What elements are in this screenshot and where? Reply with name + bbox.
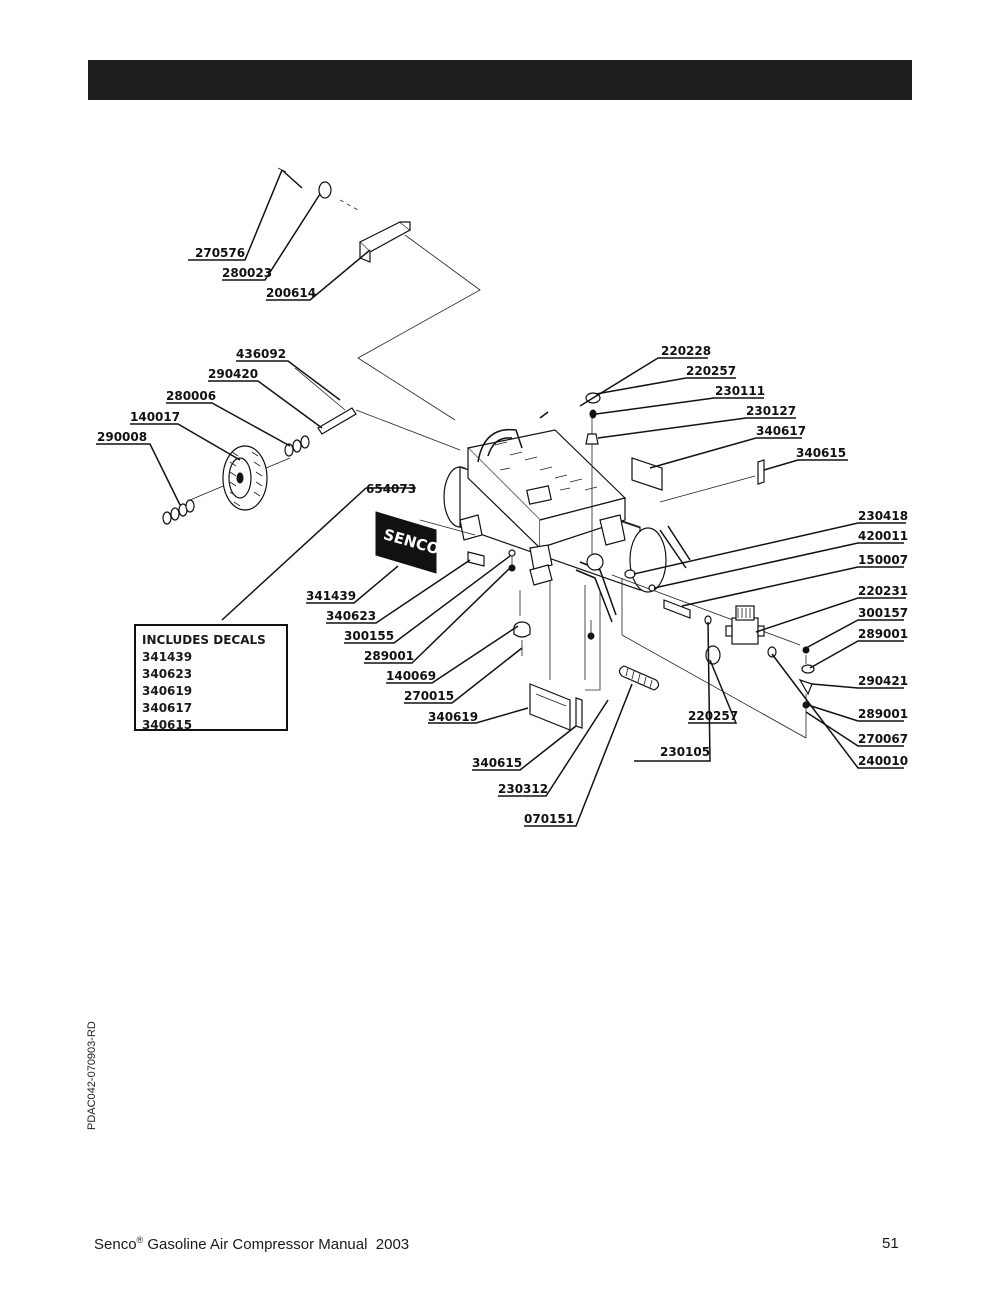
part-number: 240010 <box>858 754 908 768</box>
part-number: 220257 <box>686 364 736 378</box>
registered-mark: ® <box>136 1235 144 1245</box>
part-number: 300155 <box>344 629 394 643</box>
page-number: 51 <box>882 1235 899 1252</box>
part-number: 230312 <box>498 782 548 796</box>
part-number: 280006 <box>166 389 216 403</box>
document-code: PDAC042-070903-RD <box>86 1021 98 1130</box>
decal-item: 340619 <box>142 684 193 698</box>
part-number: 340615 <box>796 446 846 460</box>
part-number: 220257 <box>688 709 738 723</box>
part-number: 289001 <box>858 627 908 641</box>
part-number: 300157 <box>858 606 908 620</box>
includes-decals-box: INCLUDES DECALS 341439 340623 340619 340… <box>134 624 288 732</box>
compressor-drawing: SENCO <box>162 167 815 739</box>
part-number: 341439 <box>306 589 356 603</box>
leader-lines <box>96 169 906 827</box>
part-number: 280023 <box>222 266 272 280</box>
part-number: 290008 <box>97 430 147 444</box>
decal-box-heading: INCLUDES DECALS <box>142 633 266 647</box>
part-number: 290421 <box>858 674 908 688</box>
part-number: 290420 <box>208 367 258 381</box>
part-number: 220228 <box>661 344 711 358</box>
part-number: 200614 <box>266 286 316 300</box>
decal-item: 340617 <box>142 701 193 715</box>
part-number: 230418 <box>858 509 908 523</box>
footer-title: Senco® Gasoline Air Compressor Manual 20… <box>94 1235 409 1253</box>
part-number: 340615 <box>472 756 522 770</box>
decal-item: 340615 <box>142 718 193 732</box>
header-bar <box>88 60 912 100</box>
part-number: 270067 <box>858 732 908 746</box>
part-number: 289001 <box>858 707 908 721</box>
part-number: 220231 <box>858 584 908 598</box>
part-number: 140069 <box>386 669 436 683</box>
decal-item: 340623 <box>142 667 193 681</box>
part-number: 289001 <box>364 649 414 663</box>
part-labels: 270576 280023 200614 436092 290420 28000… <box>97 246 908 826</box>
part-number: 230111 <box>715 384 765 398</box>
part-number: 340617 <box>756 424 806 438</box>
part-number: 654073 <box>366 482 416 496</box>
part-number: 340619 <box>428 710 478 724</box>
part-number: 270576 <box>195 246 245 260</box>
part-number: 270015 <box>404 689 454 703</box>
part-number: 140017 <box>130 410 180 424</box>
part-number: 436092 <box>236 347 286 361</box>
part-number: 070151 <box>524 812 574 826</box>
footer-title-rest: Gasoline Air Compressor Manual 2003 <box>143 1236 410 1253</box>
part-number: 420011 <box>858 529 908 543</box>
part-number: 230105 <box>660 745 710 759</box>
decal-item: 341439 <box>142 650 193 664</box>
part-number: 230127 <box>746 404 796 418</box>
part-number: 150007 <box>858 553 908 567</box>
part-number: 340623 <box>326 609 376 623</box>
footer-brand: Senco <box>94 1236 137 1253</box>
